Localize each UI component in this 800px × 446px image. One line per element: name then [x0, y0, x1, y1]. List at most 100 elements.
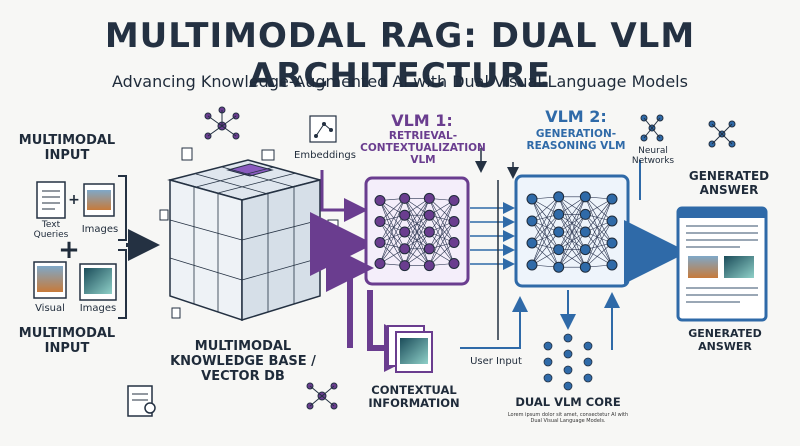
embeddings-icon [309, 115, 337, 143]
neural-edge [379, 198, 405, 243]
images-icon-top [83, 183, 115, 217]
neural-edge [585, 196, 613, 266]
input-bracket-bottom [118, 249, 127, 319]
neural-node [448, 258, 460, 269]
context-feedback-arrow [326, 244, 374, 348]
neural-node [399, 209, 411, 221]
neural-edge [585, 214, 613, 244]
neural-edge [585, 231, 613, 266]
neural-edge [429, 242, 455, 266]
knowledge-base-label: MULTIMODAL KNOWLEDGE BASE / VECTOR DB [170, 339, 316, 384]
neural-node [399, 192, 411, 204]
contextual-information-label: CONTEXTUAL INFORMATION [368, 383, 460, 411]
neural-edge [379, 231, 405, 264]
neural-node [399, 226, 411, 238]
vlm1-neural-net [374, 192, 460, 272]
generated-answer-label-bottom: GENERATED ANSWER [688, 327, 762, 353]
neural-edge [585, 196, 613, 244]
neural-edge [429, 200, 455, 249]
page-title: MULTIMODAL RAG: DUAL VLM ARCHITECTURE [104, 16, 696, 96]
neural-edge [531, 220, 559, 250]
image-icon-small [261, 149, 275, 161]
network-icon-bottom [306, 382, 338, 410]
neural-edge [558, 196, 586, 233]
neural-node [448, 195, 460, 206]
visual-icon [33, 261, 67, 299]
neural-node [553, 191, 565, 203]
doc-icon-small [181, 147, 193, 161]
generated-answer-label-top: GENERATED ANSWER [688, 169, 770, 197]
neural-edge [531, 242, 559, 268]
neural-edge [585, 198, 613, 268]
neural-edge [558, 196, 586, 250]
neural-edge [429, 215, 455, 264]
neural-node [606, 237, 618, 249]
neural-edge [531, 214, 559, 266]
neural-edge [404, 198, 430, 266]
neural-edge [531, 196, 559, 266]
neural-node [526, 215, 538, 227]
neural-node [399, 260, 411, 272]
neural-edge [379, 215, 405, 264]
text-queries-icon [36, 181, 66, 219]
neural-node [579, 244, 591, 256]
neural-node [553, 244, 565, 256]
neural-node [606, 215, 618, 227]
multimodal-input-label-top: MULTIMODAL INPUT [18, 133, 116, 163]
neural-edge [404, 215, 430, 266]
dual-vlm-core-label: DUAL VLM CORE [515, 395, 621, 409]
dual-vlm-core-icon [543, 333, 593, 391]
neural-edge [585, 242, 613, 268]
neural-edge [429, 198, 455, 222]
neural-node [423, 209, 435, 221]
neural-edge [531, 198, 559, 233]
neural-node [423, 243, 435, 255]
neural-edge [379, 200, 405, 249]
neural-node [553, 261, 565, 273]
neural-edge [585, 196, 613, 222]
neural-edge [429, 200, 455, 233]
neural-node [553, 208, 565, 220]
neural-edge [531, 214, 559, 244]
search-doc-icon [127, 385, 156, 417]
network-icon-top [204, 106, 240, 140]
vlm2-neural-net [526, 191, 618, 273]
images-icon-bottom [79, 263, 117, 301]
vlm-interconnect-arrows [470, 202, 515, 270]
neural-edge [531, 196, 559, 244]
neural-node [399, 243, 411, 255]
dual-vlm-core-caption: Lorem ipsum dolor sit amet, consectetur … [507, 412, 629, 424]
neural-edge [379, 242, 405, 266]
context-to-vlm2-arrow [460, 296, 528, 349]
neural-edge [585, 214, 613, 266]
vlm2-title: VLM 2: [545, 107, 607, 126]
neural-edge [429, 221, 455, 250]
neural-node [374, 195, 386, 206]
neural-node [423, 226, 435, 238]
neural-edge [429, 221, 455, 266]
plus-sign-top: + [68, 192, 80, 208]
neural-node [448, 216, 460, 227]
neural-networks-icon [640, 114, 664, 142]
neural-edge [585, 220, 613, 250]
neural-edge [379, 221, 405, 266]
user-input-label: User Input [470, 356, 522, 367]
neural-edge [531, 231, 559, 266]
neural-node [374, 216, 386, 227]
neural-edge [531, 196, 559, 222]
neural-edge [558, 231, 586, 268]
neural-node [606, 259, 618, 271]
neural-node [374, 237, 386, 248]
text-queries-label: Text Queries [33, 220, 69, 240]
neural-edge [429, 231, 455, 264]
neural-edge [429, 200, 455, 266]
neural-edge [585, 198, 613, 233]
neural-edge [379, 200, 405, 233]
neural-edge [429, 214, 455, 243]
neural-node [448, 237, 460, 248]
neural-edge [404, 198, 430, 249]
neural-edge [531, 220, 559, 268]
neural-node [579, 208, 591, 220]
page-subtitle: Advancing Knowledge-Augmented AI with Du… [112, 72, 688, 91]
